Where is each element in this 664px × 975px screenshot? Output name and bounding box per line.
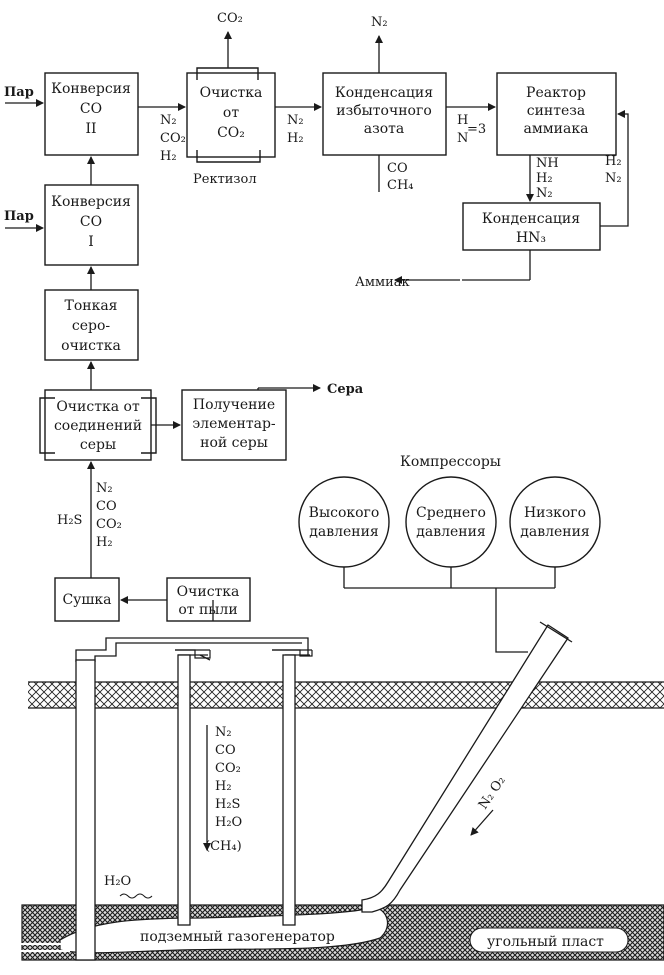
gas-b-1: N₂	[287, 113, 304, 128]
box-ammonia-reactor	[496, 72, 617, 156]
elem-l2: элементар-	[192, 416, 276, 432]
box-conversion-2	[44, 72, 139, 156]
fine-l2: серо-	[72, 318, 111, 334]
nh3cond-l2: HN₃	[516, 230, 546, 246]
comp-low-l1: Низкого	[524, 505, 586, 521]
conv2-l3: II	[85, 121, 96, 137]
steam-1-label: Пар	[4, 209, 34, 224]
comp-mid-l1: Среднего	[416, 505, 486, 521]
nh-2: H₂	[536, 171, 553, 186]
h2o-label: H₂O	[104, 874, 131, 889]
compressor-mid	[405, 476, 497, 568]
comp-high-l1: Высокого	[309, 505, 380, 521]
ammonia-label: Аммиак	[355, 275, 410, 290]
gasifier-cavity	[59, 907, 389, 954]
co2-out-label: CO₂	[217, 11, 243, 26]
elem-l3: ной серы	[200, 435, 268, 451]
n2cond-l2: избыточного	[336, 103, 432, 119]
well-gas-1: N₂	[215, 725, 232, 740]
reactor-l1: Реактор	[526, 85, 586, 101]
sclean-l2: соединений	[54, 418, 142, 434]
dry-l1: Сушка	[62, 592, 111, 608]
h2s-label: H₂S	[57, 513, 82, 528]
reactor-l3: аммиака	[524, 121, 589, 137]
comp-low-l2: давления	[520, 524, 590, 540]
well-gas-6: H₂O	[215, 815, 242, 830]
n2-out-label: N₂	[371, 15, 388, 30]
comp-mid-l2: давления	[416, 524, 486, 540]
well-gas-3: CO₂	[215, 761, 241, 776]
ratio-n: N	[457, 131, 468, 146]
co2clean-l3: CO₂	[217, 125, 245, 141]
raw-gas-3: CO₂	[96, 517, 122, 532]
conv2-l1: Конверсия	[51, 81, 131, 97]
n2cond-l1: Конденсация	[335, 85, 433, 101]
raw-gas-1: N₂	[96, 481, 113, 496]
inclined-well	[361, 624, 569, 913]
compressors-title: Компрессоры	[400, 454, 501, 470]
sclean-l3: серы	[80, 437, 116, 453]
n2o2-label: N₂ O₂	[476, 774, 509, 813]
well-gas-4: H₂	[215, 779, 232, 794]
nh-1: NH	[536, 156, 559, 171]
co2clean-l2: от	[223, 105, 239, 121]
well-1	[75, 659, 96, 961]
fine-l1: Тонкая	[64, 298, 117, 314]
ratio-h: H	[457, 113, 468, 128]
recycle-n2: N₂	[605, 171, 622, 186]
coal-seam-label-bg	[469, 927, 629, 953]
coal-seam-label: угольный пласт	[487, 934, 604, 950]
nh-3: N₂	[536, 186, 553, 201]
sclean-l1: Очистка от	[56, 399, 140, 415]
steam-2-label: Пар	[4, 85, 34, 100]
ch4-label: CH₄	[387, 178, 414, 193]
co-label: CO	[387, 161, 408, 176]
raw-gas-4: H₂	[96, 535, 113, 550]
raw-gas-2: CO	[96, 499, 117, 514]
gas-a-1: N₂	[160, 113, 177, 128]
sulfur-label: Сера	[327, 382, 364, 397]
box-drying	[54, 577, 120, 622]
ratio-value: =3	[467, 122, 486, 137]
conv1-l2: CO	[80, 214, 102, 230]
dust-l1: Очистка	[177, 584, 240, 600]
water-inflow	[119, 893, 153, 899]
compressor-low	[509, 476, 601, 568]
well-gas-7: (CH₄)	[205, 839, 242, 854]
compressor-high	[298, 476, 390, 568]
nh3cond-l1: Конденсация	[482, 211, 580, 227]
box-co2-cleaning	[186, 72, 276, 158]
reactor-l2: синтеза	[527, 103, 586, 119]
n2cond-l3: азота	[364, 121, 405, 137]
well-gas-2: CO	[215, 743, 236, 758]
conv2-l2: CO	[80, 101, 102, 117]
rectisol-label: Ректизол	[193, 172, 257, 187]
ground-surface	[28, 682, 664, 708]
co2clean-l1: Очистка	[200, 85, 263, 101]
conv1-l1: Конверсия	[51, 194, 131, 210]
conv1-l3: I	[88, 234, 94, 250]
well-gas-5: H₂S	[215, 797, 240, 812]
gasifier-label: подземный газогенератор	[140, 929, 335, 945]
recycle-h2: H₂	[605, 154, 622, 169]
gas-b-2: H₂	[287, 131, 304, 146]
box-nitrogen-condensation	[322, 72, 447, 156]
arrow-recycle	[600, 110, 629, 227]
gas-a-2: CO₂	[160, 131, 186, 146]
well-2	[177, 654, 191, 926]
box-elemental-sulfur	[181, 389, 287, 461]
arrow-air-in	[470, 809, 494, 836]
well-3	[282, 654, 296, 926]
elem-l1: Получение	[193, 397, 275, 413]
dust-l2: от пыли	[178, 602, 237, 618]
comp-high-l2: давления	[309, 524, 379, 540]
fine-l3: очистка	[61, 338, 121, 354]
gas-a-3: H₂	[160, 149, 177, 164]
